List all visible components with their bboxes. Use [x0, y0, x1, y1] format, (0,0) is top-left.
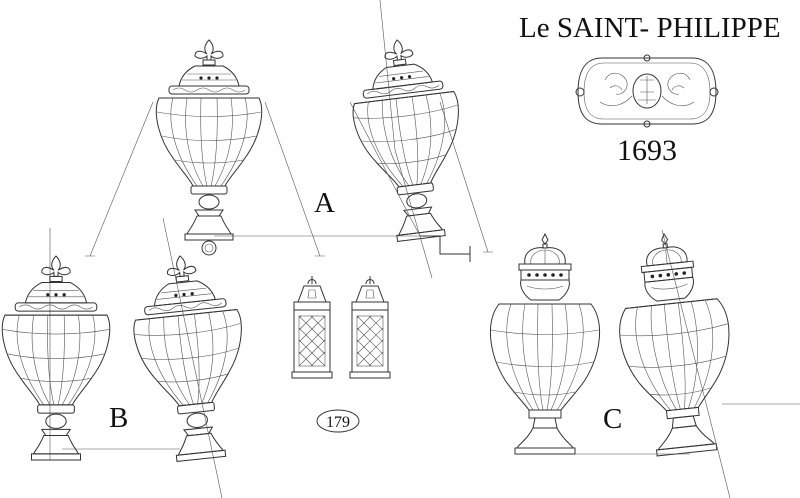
lantern-b-group — [1, 217, 256, 498]
square-lantern-icon — [291, 275, 333, 379]
lantern-a-group — [85, 0, 493, 279]
year-label: 1693 — [617, 134, 677, 167]
crowned-lantern-side-icon — [609, 227, 742, 459]
stern-lantern-side-icon — [126, 249, 256, 466]
square-lantern-icon — [349, 275, 391, 379]
stern-lantern-icon — [1, 255, 111, 461]
lantern-c-group — [489, 227, 800, 498]
small-lanterns-group — [291, 275, 391, 379]
stern-lantern-icon — [155, 39, 263, 241]
ship-title: Le SAINT- PHILIPPE — [519, 12, 781, 44]
label-a: A — [314, 187, 335, 219]
label-c: C — [603, 403, 622, 435]
plate-number-badge: 179 — [316, 409, 360, 433]
crowned-lantern-icon — [489, 233, 601, 455]
stern-lantern-side-icon — [344, 33, 475, 246]
label-b: B — [109, 402, 128, 434]
plate-number: 179 — [326, 414, 350, 431]
ornamental-cartouche-icon — [575, 54, 719, 128]
